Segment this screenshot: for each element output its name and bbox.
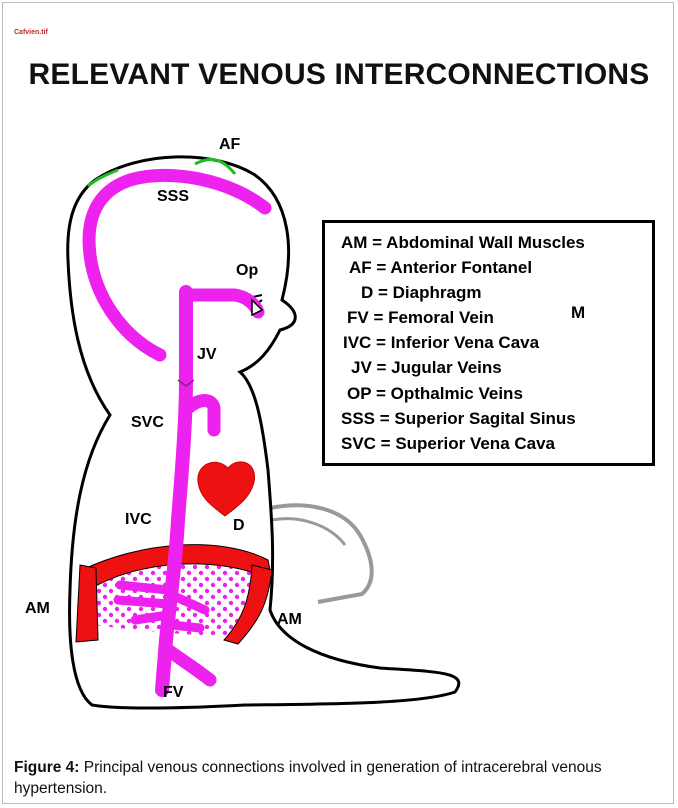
label-d: D (233, 517, 245, 535)
caption-label: Figure 4: (14, 759, 79, 776)
label-op: Op (236, 262, 258, 280)
legend-item-ivc: IVC = Inferior Vena Cava (343, 333, 539, 353)
abd-vein-1 (120, 585, 168, 590)
legend-item-af: AF = Anterior Fontanel (349, 258, 532, 278)
legend-item-am: AM = Abdominal Wall Muscles (341, 233, 585, 253)
legend-item-jv: JV = Jugular Veins (351, 358, 502, 378)
label-fv: FV (163, 684, 183, 702)
label-ivc: IVC (125, 511, 152, 529)
label-af: AF (219, 136, 240, 154)
label-svc: SVC (131, 414, 164, 432)
caption-text: Principal venous connections involved in… (14, 759, 602, 797)
abd-vein-5 (172, 625, 200, 628)
abd-vein-2 (118, 600, 168, 604)
legend-item-sss: SSS = Superior Sagital Sinus (341, 409, 576, 429)
label-sss: SSS (157, 188, 189, 206)
legend-item-d: D = Diaphragm (361, 283, 481, 303)
legend-item-fv: FV = Femoral Vein (347, 308, 494, 328)
abd-vein-3 (135, 615, 168, 620)
legend-stray-m: M (571, 303, 585, 323)
label-am-left: AM (25, 600, 50, 618)
label-jv: JV (197, 346, 217, 364)
legend-item-op: OP = Opthalmic Veins (347, 384, 523, 404)
legend-box: AM = Abdominal Wall Muscles AF = Anterio… (322, 220, 655, 466)
legend-item-svc: SVC = Superior Vena Cava (341, 434, 555, 454)
arm-inner (272, 519, 345, 545)
figure-caption: Figure 4: Principal venous connections i… (14, 757, 664, 799)
am-left-muscle (76, 565, 98, 642)
label-am-right: AM (277, 611, 302, 629)
